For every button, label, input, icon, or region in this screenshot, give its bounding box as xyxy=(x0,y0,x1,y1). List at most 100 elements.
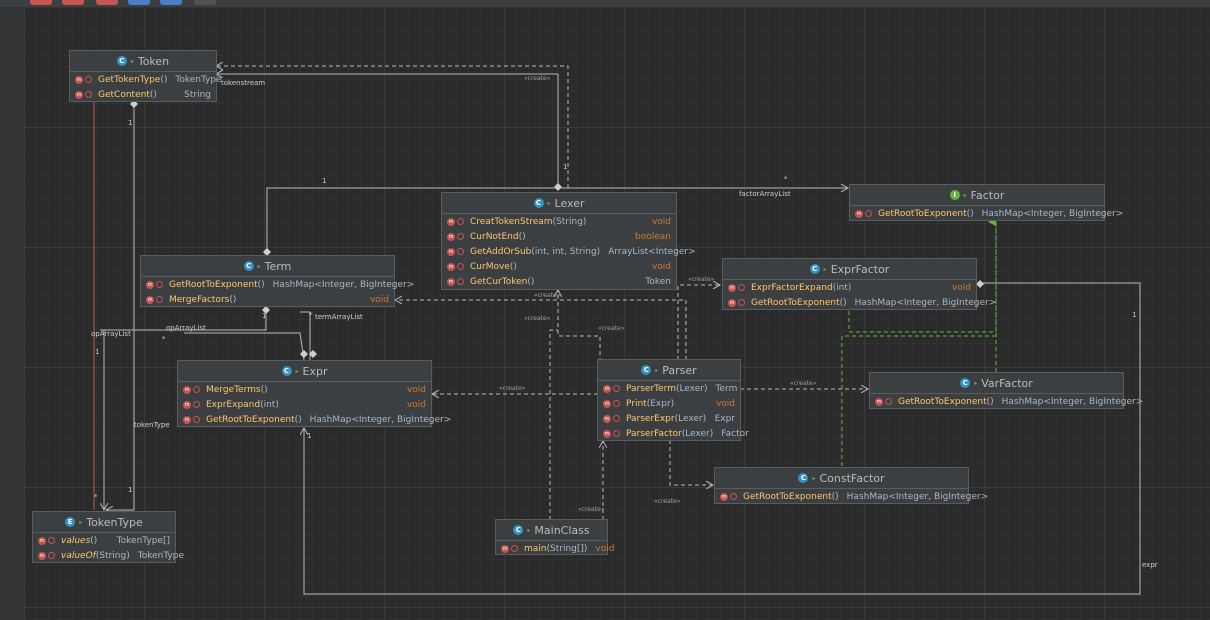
method-icon: m xyxy=(603,429,611,438)
class-name: MainClass xyxy=(534,523,590,537)
class-icon: C xyxy=(809,264,820,274)
toolbar-button[interactable] xyxy=(62,0,84,5)
create-stereotype: «create» xyxy=(499,385,526,392)
diagram-toolbar xyxy=(0,0,1210,8)
lock-icon xyxy=(85,91,92,98)
method-icon: m xyxy=(146,280,154,289)
class-icon: C xyxy=(533,198,544,208)
diamond-expr2 xyxy=(309,350,317,358)
edge-token-tokentype xyxy=(106,101,135,510)
edge-mainclass-lexer-create xyxy=(549,329,558,520)
create-stereotype: «create» xyxy=(688,276,715,283)
class-name: VarFactor xyxy=(981,376,1033,390)
toolbar-button[interactable] xyxy=(128,0,150,5)
diamond-term-bottom xyxy=(262,306,270,314)
class-name: Lexer xyxy=(554,196,585,210)
multiplicity: 1 xyxy=(307,432,312,440)
toolbar-button[interactable] xyxy=(30,0,52,5)
edge-term-expr xyxy=(300,311,311,362)
lock-icon xyxy=(457,278,464,285)
method-icon: m xyxy=(728,298,736,307)
multiplicity: * xyxy=(784,175,788,183)
lock-icon xyxy=(738,299,745,306)
class-icon: C xyxy=(116,56,127,66)
lock-icon xyxy=(48,537,55,544)
multiplicity: 1 xyxy=(262,312,267,320)
class-icon: C xyxy=(281,366,292,376)
method-icon: m xyxy=(183,385,191,394)
lock-icon xyxy=(48,552,55,559)
class-icon: C xyxy=(513,525,524,535)
diagram-canvas[interactable] xyxy=(25,8,1210,620)
method-icon: m xyxy=(728,283,736,292)
multiplicity: 1 xyxy=(322,177,327,185)
method-icon: m xyxy=(603,384,611,393)
lock-icon xyxy=(865,210,872,217)
class-icon: C xyxy=(243,261,254,271)
diamond-expr1 xyxy=(300,350,308,358)
create-stereotype: «create» xyxy=(790,380,817,387)
toolbar-button[interactable] xyxy=(160,0,182,5)
edge-lexer-token-create xyxy=(216,66,569,188)
toolbar-button[interactable] xyxy=(96,0,118,5)
edge-label-factorArrayList: factorArrayList xyxy=(739,190,791,198)
edge-term-expr2 xyxy=(184,332,305,361)
method-icon: m xyxy=(447,247,455,256)
create-stereotype: «create» xyxy=(654,498,681,505)
lock-icon xyxy=(193,386,200,393)
lock-icon xyxy=(613,400,620,407)
visibility-icon: ▸ xyxy=(655,366,659,374)
visibility-icon: ▸ xyxy=(547,199,551,207)
diamond-token xyxy=(130,100,138,108)
visibility-icon: ▸ xyxy=(823,265,827,273)
toolbar-button[interactable] xyxy=(194,0,216,5)
visibility-icon: ▸ xyxy=(974,379,978,387)
lock-icon xyxy=(193,401,200,408)
method-icon: m xyxy=(603,399,611,408)
diamond-lexer xyxy=(554,183,562,191)
lock-icon xyxy=(457,263,464,270)
edge-label-expr: expr xyxy=(1142,561,1158,569)
method-icon: m xyxy=(603,414,611,423)
edge-expr-opArrayList xyxy=(100,313,267,331)
method-icon: m xyxy=(447,262,455,271)
create-stereotype: «create» xyxy=(534,292,561,299)
class-name: Expr xyxy=(302,364,328,378)
class-name: TokenType xyxy=(86,515,143,529)
